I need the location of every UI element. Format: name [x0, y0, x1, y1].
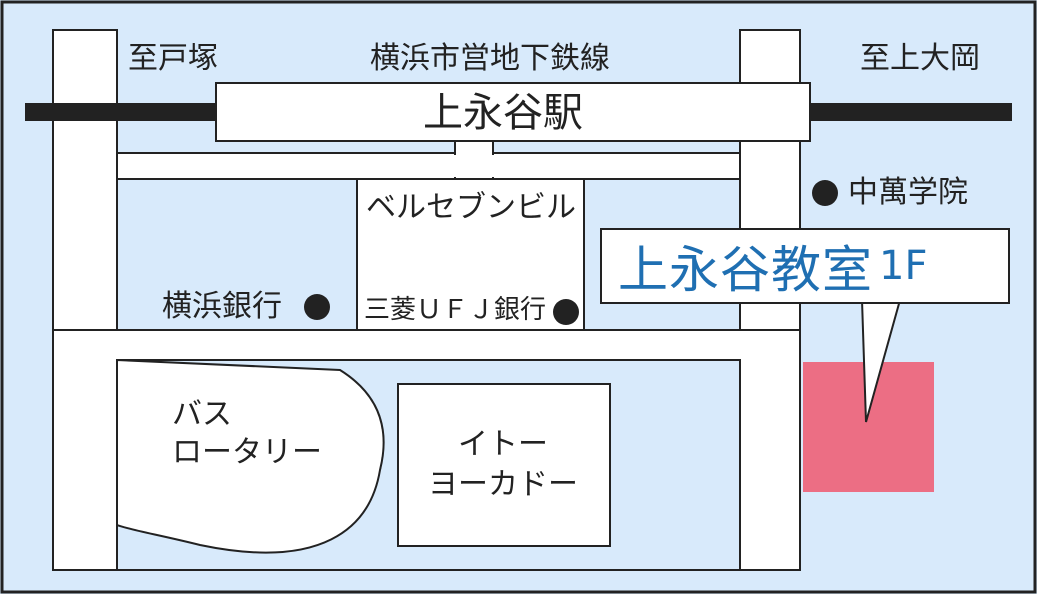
- bell-seven-label: ベルセブンビル: [366, 190, 576, 225]
- chuman-school-marker: [812, 180, 838, 206]
- ito-yokado-label-line2: ヨーカドー: [428, 467, 578, 502]
- ito-yokado-label-line1: イトー: [458, 427, 548, 462]
- station-name: 上永谷駅: [423, 90, 583, 136]
- building-ito-yokado: [397, 383, 611, 547]
- bus-rotary-label-line1: バス: [172, 397, 232, 432]
- bus-rotary-label-line2: ロータリー: [172, 435, 322, 470]
- mufg-bank-marker: [553, 299, 579, 325]
- destination-name: 上永谷教室: [618, 241, 873, 299]
- direction-right-label: 至上大岡: [860, 41, 980, 76]
- mufg-bank-label: 三菱ＵＦＪ銀行: [364, 295, 547, 325]
- bus-rotary-area: [116, 358, 385, 554]
- destination-floor: 1F: [879, 243, 928, 289]
- yokohama-bank-label: 横浜銀行: [162, 289, 282, 324]
- building-bell-seven: [356, 178, 585, 331]
- station-box: [215, 82, 811, 142]
- chuman-school-label: 中萬学院: [848, 175, 968, 210]
- direction-left-label: 至戸塚: [128, 41, 218, 76]
- yokohama-bank-marker: [304, 294, 330, 320]
- rail-line-name: 横浜市営地下鉄線: [370, 41, 610, 76]
- destination-callout: 上永谷教室 1F: [600, 228, 1010, 304]
